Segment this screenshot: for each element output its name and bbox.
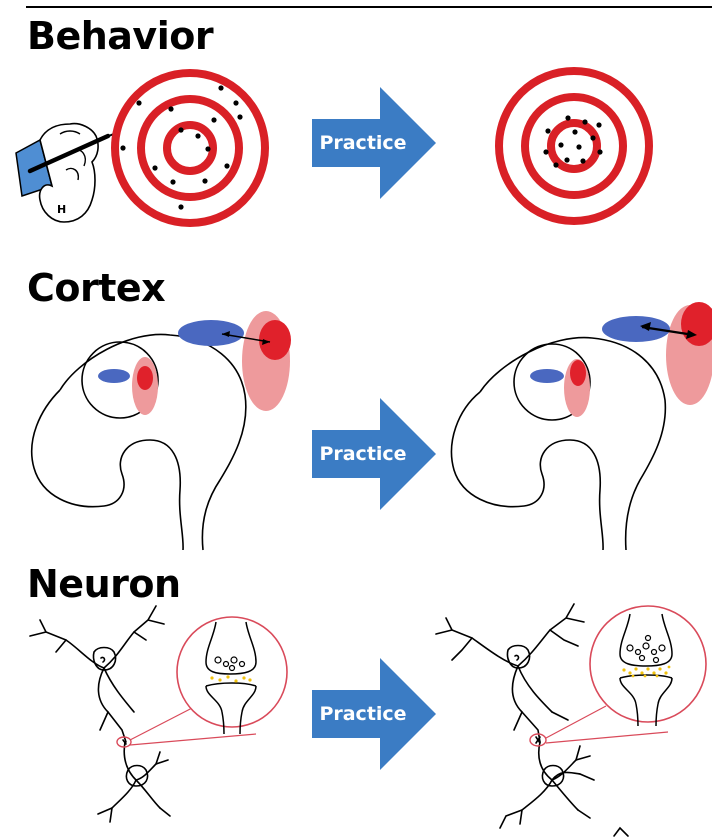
cortex-blue-small <box>98 369 130 383</box>
practice-arrow-neuron: Practice <box>312 658 436 770</box>
hand-outline <box>40 124 98 222</box>
synapse-zoom-after <box>546 606 706 743</box>
cortex-zoom-after <box>602 302 712 405</box>
practice-label: Practice <box>314 87 412 199</box>
practice-arrow-behavior: Practice <box>312 87 436 199</box>
cortex-zoom-before <box>178 311 291 411</box>
practice-label: Practice <box>314 658 412 770</box>
practice-arrow-cortex: Practice <box>312 398 436 510</box>
synapse-zoom-before <box>130 617 287 745</box>
brain-before <box>32 334 246 550</box>
practice-label: Practice <box>314 398 412 510</box>
target-after <box>499 71 649 221</box>
target-before <box>115 73 265 223</box>
cortex-red-small-after <box>570 360 586 386</box>
hand-mark: H <box>57 203 66 216</box>
cortex-red-small <box>137 366 153 390</box>
brain-after <box>452 338 666 550</box>
cortex-blue-small-after <box>530 369 564 383</box>
neuron-before <box>30 606 170 822</box>
hand-with-dart-icon: H <box>16 124 116 222</box>
